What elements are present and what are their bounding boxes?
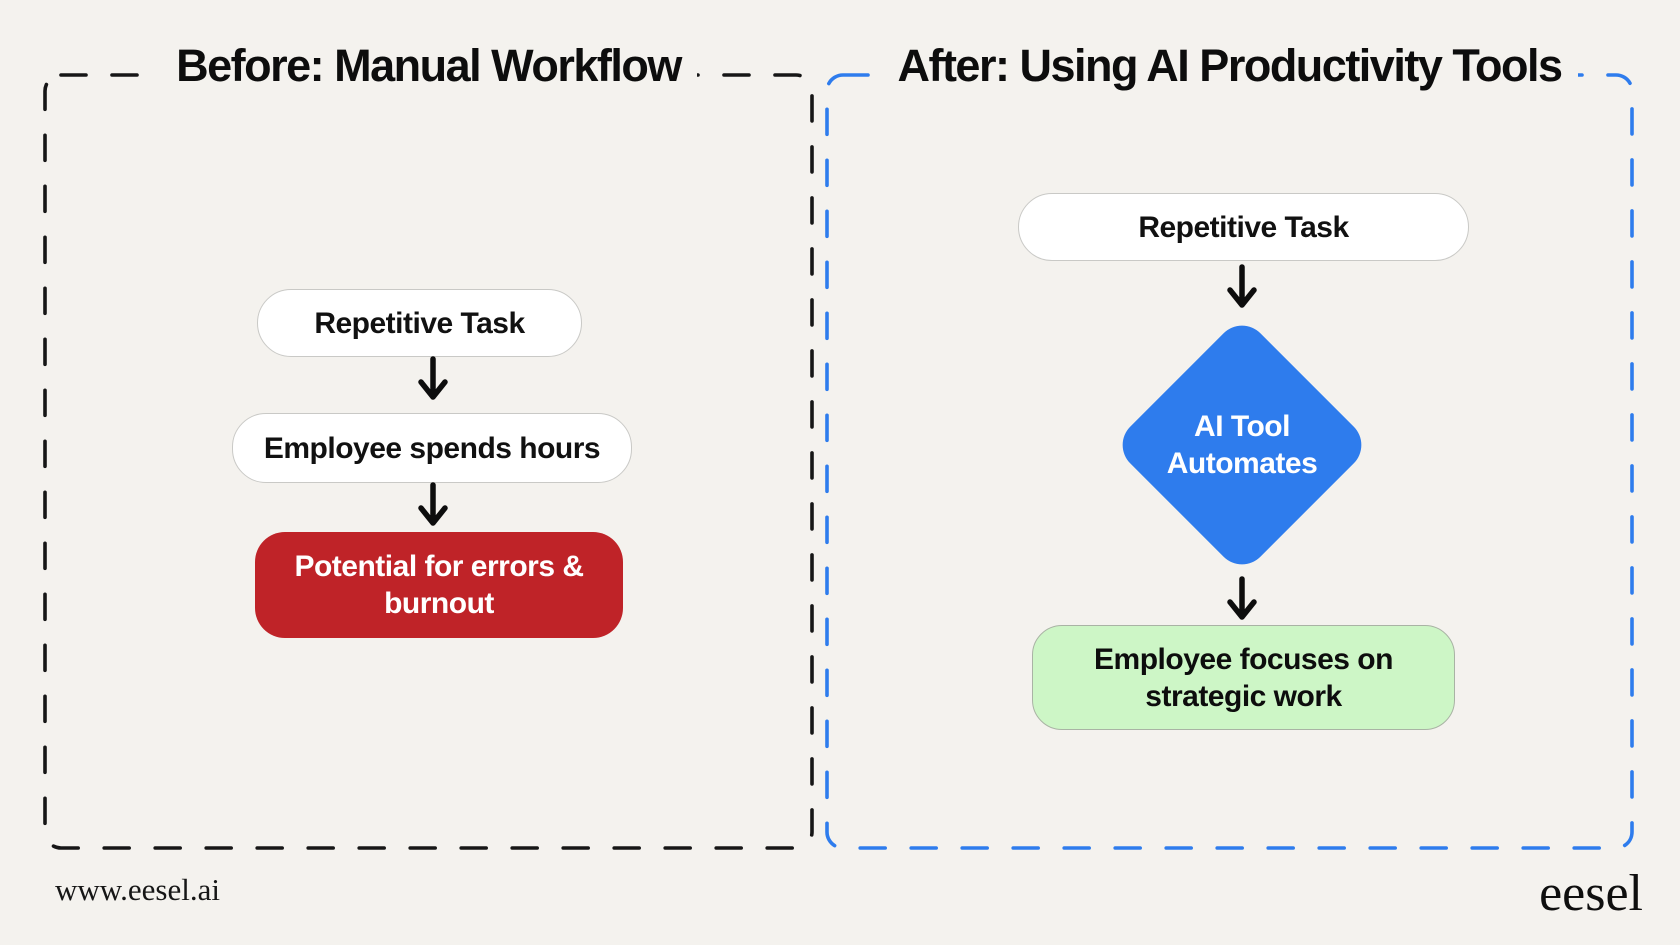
node-ai-tool-automates: AI Tool Automates [1111, 314, 1373, 576]
node-label-line2: Automates [1166, 447, 1318, 480]
node-label-line1: Potential for errors & [294, 550, 584, 583]
website-url: www.eesel.ai [55, 872, 220, 907]
after-panel-title: After: Using AI Productivity Tools [881, 36, 1578, 96]
brand-logo: eesel [1539, 865, 1643, 922]
node-label: Repetitive Task [314, 306, 525, 340]
node-label-line2: burnout [384, 587, 494, 620]
arrow-down-icon [1227, 576, 1257, 620]
arrow-down-icon [418, 482, 448, 526]
before-panel-title: Before: Manual Workflow [160, 36, 697, 96]
node-errors-burnout: Potential for errors & burnout [255, 532, 623, 638]
node-label-line1: Employee focuses on [1094, 642, 1393, 676]
after-panel: After: Using AI Productivity Tools [827, 36, 1632, 96]
node-label: Employee spends hours [263, 431, 601, 465]
arrow-down-icon [418, 356, 448, 400]
node-label-line2: strategic work [1145, 679, 1342, 713]
node-repetitive-task-after: Repetitive Task [1018, 193, 1469, 261]
node-label: Repetitive Task [1138, 210, 1349, 244]
node-employee-spends-hours: Employee spends hours [232, 413, 632, 483]
node-label-line1: AI Tool [1194, 410, 1290, 443]
diamond-label: AI Tool Automates [1150, 353, 1334, 537]
node-strategic-work: Employee focuses on strategic work [1032, 625, 1455, 730]
before-panel: Before: Manual Workflow [45, 36, 812, 96]
arrow-down-icon [1227, 264, 1257, 308]
node-repetitive-task-before: Repetitive Task [257, 289, 582, 357]
